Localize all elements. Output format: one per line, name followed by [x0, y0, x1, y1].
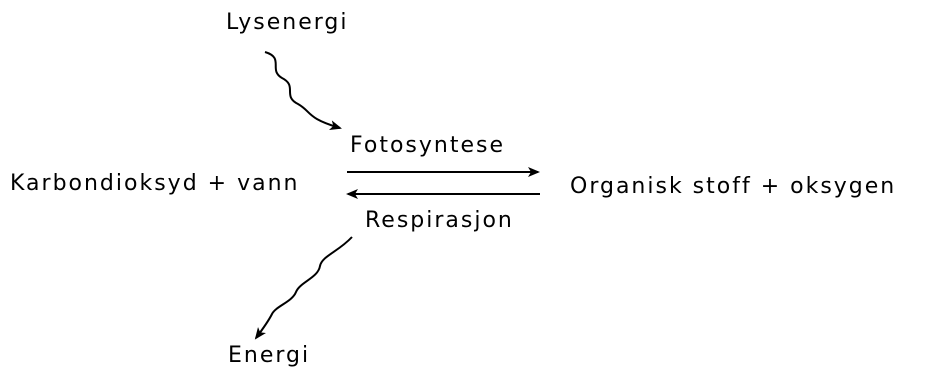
light-energy-wavy-arrow	[264, 51, 342, 130]
light-energy-label: Lysenergi	[226, 10, 349, 35]
reactants-label: Karbondioksyd + vann	[10, 171, 300, 196]
respiration-label: Respirasjon	[365, 208, 514, 233]
energy-label: Energi	[228, 343, 311, 368]
photosynthesis-label: Fotosyntese	[350, 133, 505, 158]
products-label: Organisk stoff + oksygen	[570, 174, 897, 199]
energy-wavy-arrow	[254, 236, 353, 340]
